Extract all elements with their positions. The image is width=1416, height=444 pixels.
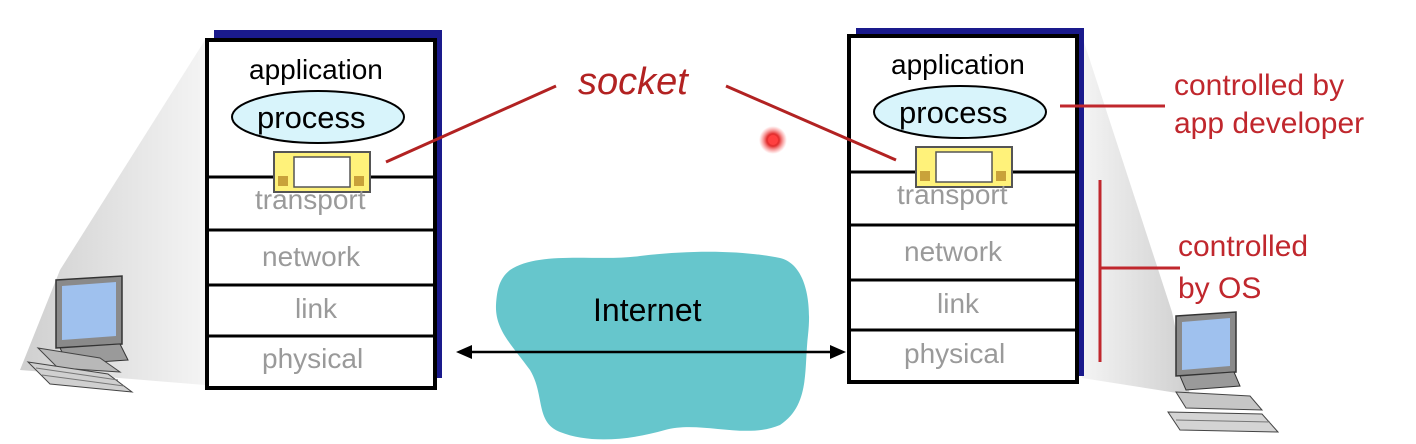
socket-label: socket <box>578 61 688 103</box>
desktop-computer-icon <box>1167 311 1280 433</box>
controlled-by-app-line1: controlled by <box>1174 69 1345 102</box>
right-application-label: application <box>891 49 1025 80</box>
left-transport-label: transport <box>255 184 366 215</box>
right-socket-icon <box>915 146 1013 188</box>
controlled-by-app-line2: app developer <box>1174 107 1365 140</box>
controlled-by-os-line2: by OS <box>1178 272 1262 305</box>
left-process-ellipse <box>231 90 405 144</box>
left-socket-icon <box>273 151 371 193</box>
left-application-label: application <box>249 54 383 85</box>
right-physical-label: physical <box>904 338 1006 369</box>
socket-callout-line-left <box>385 84 557 164</box>
left-protocol-stack <box>205 30 442 390</box>
left-physical-label: physical <box>262 343 364 374</box>
socket-callout-line-right <box>725 84 897 162</box>
desktop-computer-icon <box>26 275 134 393</box>
right-link-label: link <box>937 288 980 319</box>
controlled-by-os-line1: controlled <box>1178 230 1309 263</box>
left-process-label: process <box>257 100 366 135</box>
right-network-label: network <box>904 236 1003 267</box>
left-network-label: network <box>262 241 361 272</box>
left-link-label: link <box>295 293 338 324</box>
right-transport-label: transport <box>897 179 1008 210</box>
right-host-cone <box>1082 36 1190 395</box>
internet-cloud <box>495 251 810 440</box>
pointer-dot-core <box>768 135 778 145</box>
right-process-label: process <box>899 95 1008 130</box>
internet-label: Internet <box>593 292 702 328</box>
right-process-ellipse <box>873 85 1047 139</box>
physical-link-arrow <box>456 345 846 359</box>
